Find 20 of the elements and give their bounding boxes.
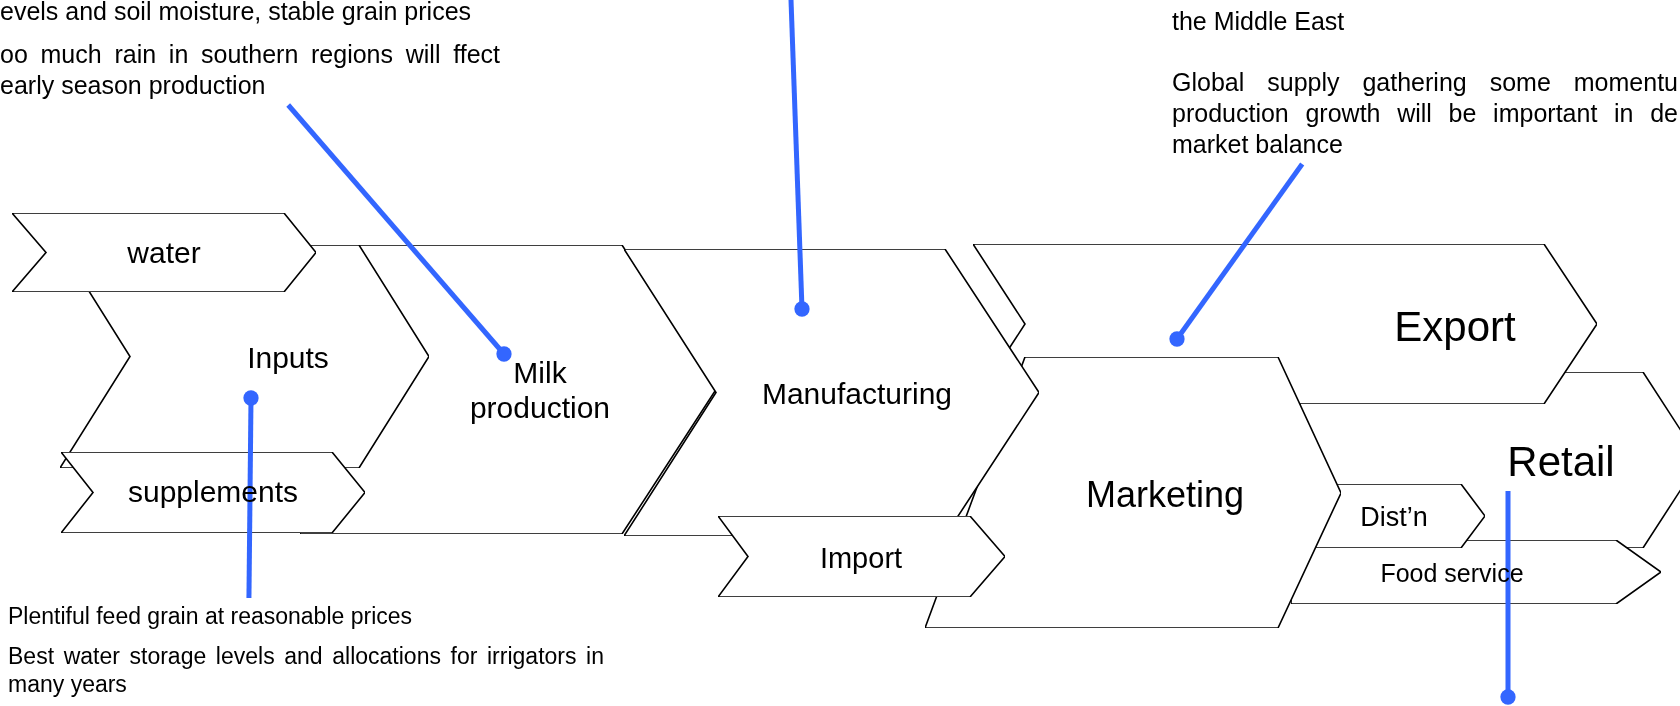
leader-line [788,0,810,317]
stage-label: Inputs [247,340,329,376]
leader-line [1169,162,1305,347]
annotation-text: Best water storage levels and allocations for irrigators in many years [8,642,604,698]
leader-line [286,103,512,362]
stage-label: Marketing [1085,474,1245,516]
annotation-text: oo much rain in southern regions will ffect early season production [0,39,500,101]
stage-label: Dist’n [1360,502,1428,534]
stage-label: Import [819,542,903,576]
leader-line [243,390,259,599]
leader-line [1500,491,1516,705]
annotation-text: Plentiful feed grain at reasonable prices [8,602,414,630]
annotation-text: the Middle East [1172,6,1346,37]
stage-label: Milk production [468,355,612,425]
stage-label: Retail [1507,437,1615,487]
stage-label: Manufacturing [761,376,953,412]
annotation-text: evels and soil moisture, stable grain prices [0,0,473,27]
stage-label: Export [1394,302,1516,352]
annotation-text: Global supply gathering some momentu production growth will be important in de market balance [1172,67,1678,160]
stage-label: water [127,235,201,271]
